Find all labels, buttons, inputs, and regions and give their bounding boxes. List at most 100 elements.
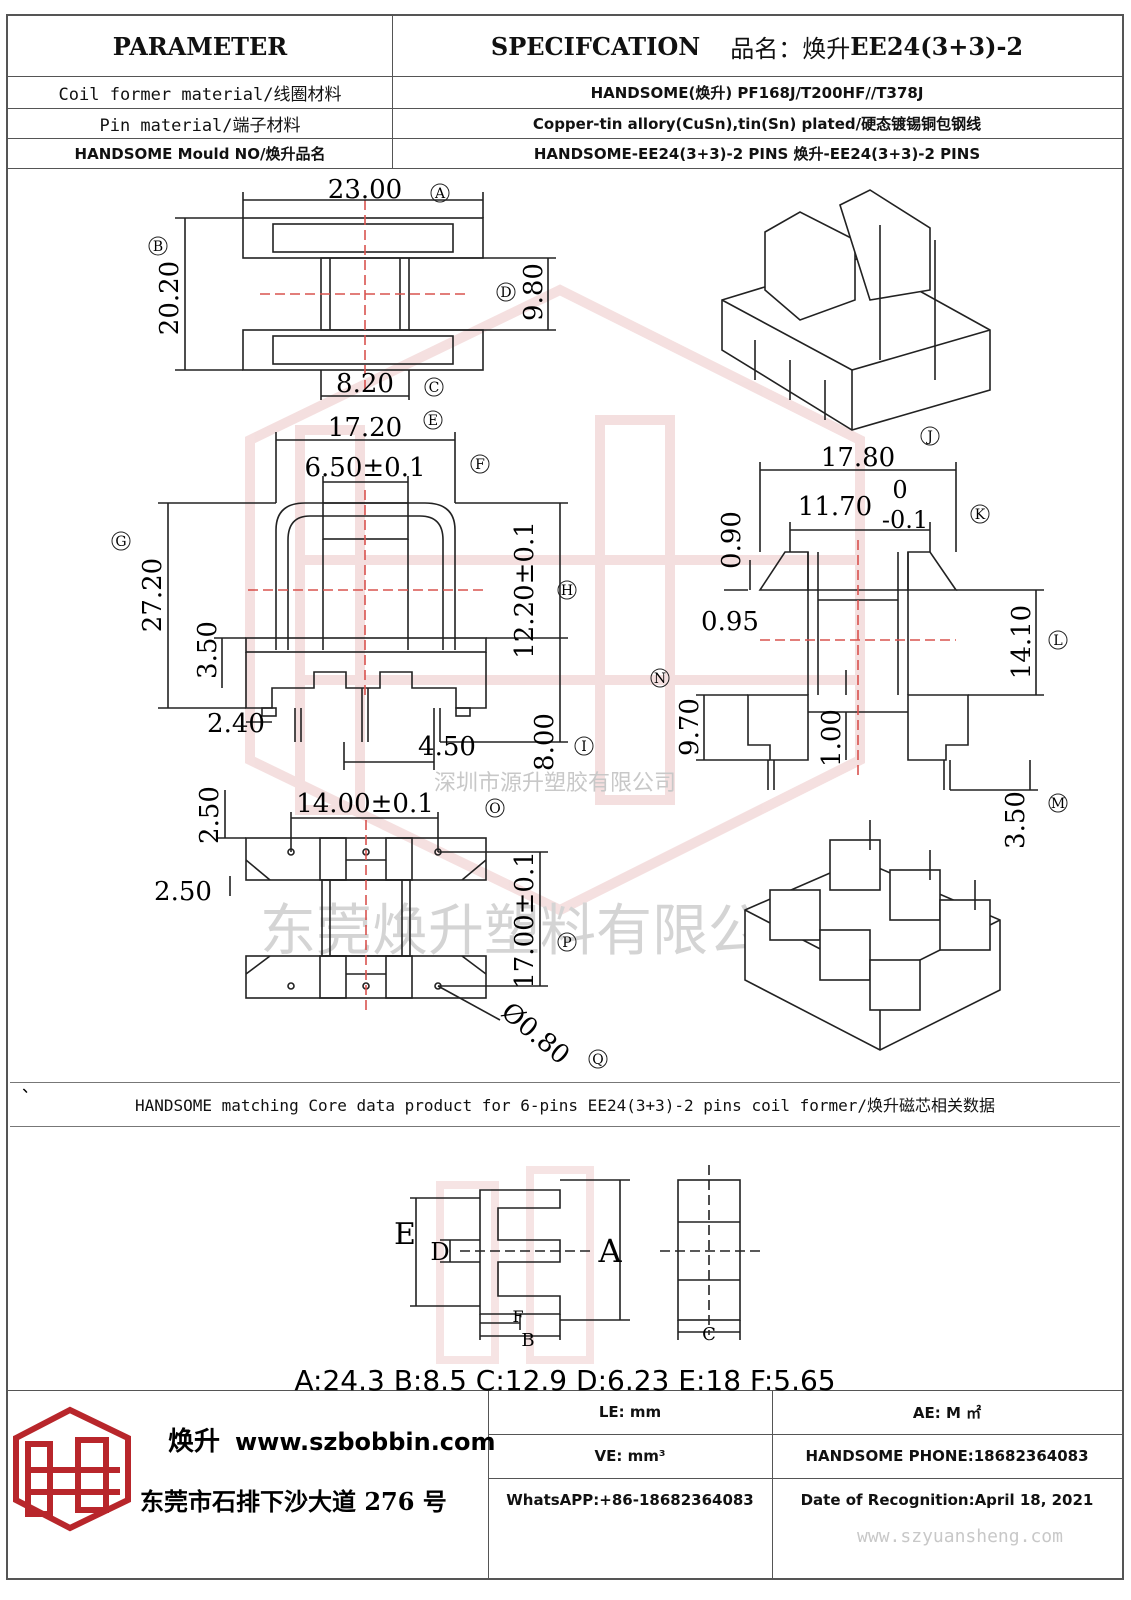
footer-divider [772,1390,773,1580]
marker-k: K [970,504,990,524]
dim-g: 27.20 [138,558,168,632]
svg-text:F: F [475,457,485,473]
dim-i: 8.00 [530,713,560,771]
dim-bottom-250b: 2.50 [154,877,212,907]
marker-h: H [557,580,577,600]
dim-k-main: 11.70 [798,492,872,522]
pin-material-label: Pin material/端子材料 [99,115,301,136]
svg-text:L: L [1053,633,1062,649]
footer-row-divider [488,1478,1122,1479]
mould-no-label: HANDSOME Mould NO/焕升品名 [74,144,326,163]
marker-e: E [423,410,443,430]
svg-text:M: M [1051,796,1065,812]
footer-top [8,1390,1122,1391]
marker-a: A [430,183,450,203]
marker-c: C [424,377,444,397]
dim-l: 14.10 [1007,605,1037,679]
dim-a: 23.00 [328,175,402,205]
watermark-logo [245,284,865,916]
svg-text:O: O [489,801,500,817]
bottom-view [218,790,548,1021]
core-values: A:24.3 B:8.5 C:12.9 D:6.23 E:18 F:5.65 [294,1364,835,1397]
pin-material-value: Copper-tin allory(CuSn),tin(Sn) plated/硬… [532,114,982,133]
core-label-f: F [512,1307,523,1326]
dim-side-100: 1.00 [817,709,847,767]
dim-o: 14.00±0.1 [296,789,434,819]
dim-bottom-250a: 2.50 [195,786,225,844]
svg-text:K: K [975,507,986,523]
dim-k-lower: -0.1 [882,506,928,534]
ae-unit: AE: M ㎡ [912,1403,982,1422]
core-label-e: E [394,1217,416,1252]
marker-i: I [574,736,594,756]
row-divider [8,168,1122,169]
website: www.szbobbin.com [235,1428,496,1456]
svg-text:E: E [428,413,438,429]
svg-text:D: D [500,285,511,301]
isometric-view-top [721,189,991,431]
address: 东莞市石排下沙大道 276 号 [140,1487,447,1516]
tick-mark: 、 [22,1077,38,1096]
core-data-title: HANDSOME matching Core data product for … [134,1096,996,1115]
svg-text:C: C [429,380,440,396]
core-title-bottom [10,1126,1120,1127]
dim-front-450: 4.50 [418,732,476,762]
dim-d: 9.80 [519,263,549,321]
marker-f: F [470,454,490,474]
svg-text:B: B [153,239,163,255]
footer-row-divider [488,1434,1122,1435]
svg-text:P: P [562,935,571,951]
svg-text:A: A [434,186,446,202]
dim-b: 20.20 [155,261,185,335]
company-logo [13,1406,131,1532]
specification-heading: SPECIFCATION 品名：焕升 EE24(3+3)-2 [392,16,1122,76]
dim-c: 8.20 [336,369,394,399]
marker-n: N [650,668,670,688]
spec-sheet: PARAMETER SPECIFCATION 品名：焕升 EE24(3+3)-2… [6,14,1124,1580]
core-label-b: B [521,1330,534,1351]
marker-m: M [1048,793,1068,813]
marker-j: J [920,426,940,446]
dim-j: 17.80 [821,443,895,473]
dim-m: 3.50 [1001,791,1031,849]
core-title-top [10,1082,1120,1083]
marker-o: O [485,798,505,818]
coil-material-label: Coil former material/线圈材料 [58,84,342,105]
svg-text:Q: Q [592,1052,603,1068]
dim-k-upper: 0 [892,476,907,504]
row-divider [8,138,1122,139]
svg-text:G: G [115,534,126,550]
dim-e: 17.20 [328,413,402,443]
isometric-view-bottom [744,820,1001,1051]
dim-front-350: 3.50 [193,621,223,679]
row-divider [8,108,1122,109]
dim-front-240: 2.40 [207,709,265,739]
side-view [696,462,1044,791]
svg-text:J: J [925,429,933,445]
row-divider [8,76,1122,77]
core-label-a: A [597,1232,622,1270]
dim-f: 6.50±0.1 [304,453,425,483]
top-view [175,192,556,400]
svg-text:N: N [654,671,666,687]
dim-side-970: 9.70 [675,698,705,756]
parameter-heading: PARAMETER [112,31,288,61]
recognition-date: Date of Recognition:April 18, 2021 [800,1491,1094,1509]
marker-g: G [111,531,131,551]
svg-text:H: H [561,583,573,599]
product-model: EE24(3+3)-2 [850,31,1024,61]
core-diagram [410,1165,760,1364]
dim-q: Ø0.80 [495,997,575,1071]
marker-l: L [1048,630,1068,650]
watermark-text-small: 深圳市源升塑胶有限公司 [434,771,676,796]
coil-material-value: HANDSOME(焕升) PF168J/T200HF//T378J [590,83,924,102]
column-divider [392,16,393,168]
marker-b: B [148,236,168,256]
footer-divider [488,1390,489,1580]
marker-q: Q [588,1049,608,1069]
ve-unit: VE: mm³ [594,1447,666,1465]
specification-label: SPECIFCATION [490,31,701,61]
mould-no-value: HANDSOME-EE24(3+3)-2 PINS 焕升-EE24(3+3)-2… [533,144,981,163]
dim-side-095: 0.95 [701,607,759,637]
